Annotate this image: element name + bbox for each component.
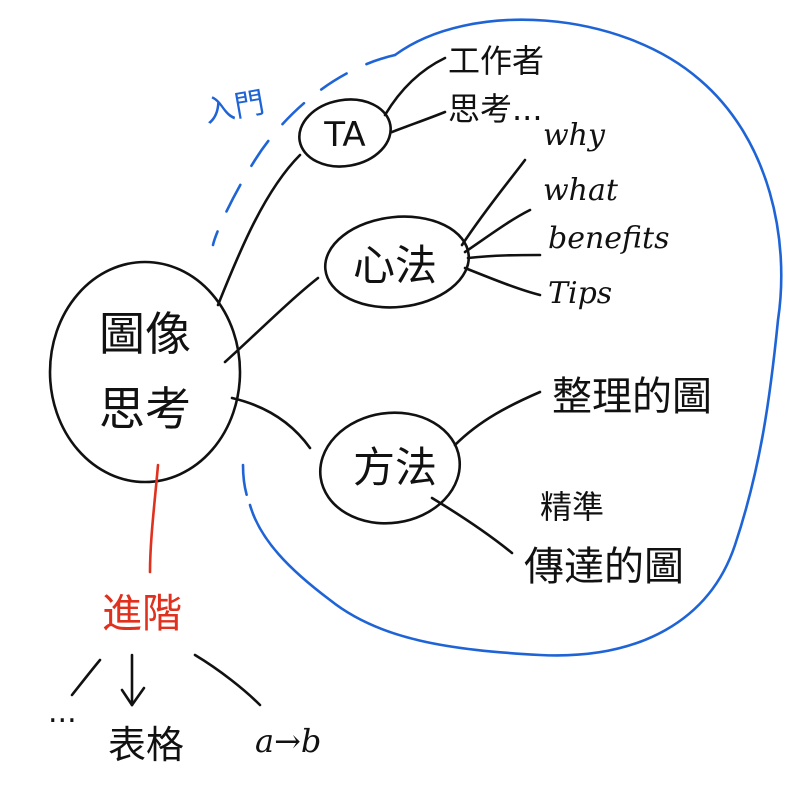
fangfa-node bbox=[318, 411, 462, 525]
xinfa-node bbox=[323, 215, 471, 309]
intro-region-dashed-lower bbox=[241, 463, 252, 507]
center-label-line1: 圖像 bbox=[99, 307, 191, 361]
connector-fangfa-organize bbox=[453, 390, 542, 447]
connector-advanced-atob bbox=[193, 653, 262, 707]
connector-xinfa-why bbox=[460, 158, 527, 247]
advanced-label: 進階 bbox=[102, 591, 182, 637]
connector-xinfa-what bbox=[463, 208, 532, 254]
connector-xinfa-tips bbox=[463, 266, 542, 297]
advanced-leaf-table: 表格 bbox=[108, 723, 184, 767]
xinfa-leaf-tips: Tips bbox=[548, 276, 612, 311]
ta-label: TA bbox=[323, 115, 365, 155]
center-label-line2: 思考 bbox=[99, 382, 191, 436]
ta-leaf-worker: 工作者 bbox=[448, 42, 544, 80]
center-node bbox=[48, 260, 242, 484]
connector-center-advanced bbox=[148, 463, 160, 574]
connector-center-fangfa bbox=[230, 396, 312, 450]
connector-ta-think bbox=[390, 110, 447, 134]
advanced-leaf-atob: a→b bbox=[255, 722, 321, 760]
connector-advanced-more bbox=[70, 658, 102, 697]
xinfa-label: 心法 bbox=[353, 241, 437, 290]
xinfa-leaf-benefits: benefits bbox=[548, 221, 670, 256]
connector-center-ta bbox=[216, 153, 302, 307]
advanced-leaf-more: ... bbox=[48, 695, 77, 730]
connector-center-xinfa bbox=[223, 276, 320, 364]
xinfa-leaf-what: what bbox=[543, 173, 619, 208]
xinfa-leaf-why: why bbox=[543, 118, 606, 153]
fangfa-leaf-precise: 精準 bbox=[540, 488, 604, 526]
arrowhead-advanced-table bbox=[120, 686, 146, 707]
intro-label: 入門 bbox=[202, 85, 267, 130]
ta-leaf-think: 思考... bbox=[448, 90, 543, 128]
connector-xinfa-benefits bbox=[466, 253, 542, 260]
connector-ta-worker bbox=[383, 56, 447, 117]
intro-region-dashed bbox=[211, 53, 397, 247]
fangfa-leaf-convey: 傳達的圖 bbox=[524, 544, 684, 590]
fangfa-leaf-organize: 整理的圖 bbox=[552, 374, 712, 420]
connector-fangfa-convey bbox=[430, 496, 514, 555]
intro-region-outline bbox=[248, 18, 783, 657]
fangfa-label: 方法 bbox=[353, 443, 437, 492]
ta-node bbox=[298, 98, 392, 168]
